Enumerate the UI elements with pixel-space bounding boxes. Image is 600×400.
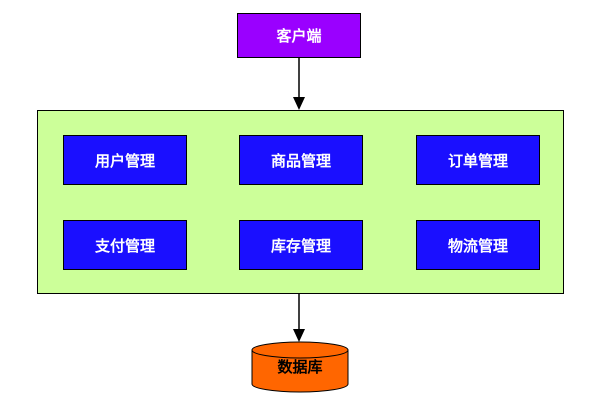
container-to-database-arrowhead: [293, 329, 305, 342]
client-node: 客户端: [237, 13, 361, 58]
module-label: 商品管理: [270, 151, 331, 170]
module-payment-management: 支付管理: [63, 220, 187, 270]
module-label: 订单管理: [447, 151, 508, 170]
module-label: 物流管理: [447, 236, 508, 255]
client-label: 客户端: [276, 27, 322, 45]
module-inventory-management: 库存管理: [239, 220, 363, 270]
module-order-management: 订单管理: [416, 135, 540, 185]
module-logistics-management: 物流管理: [416, 220, 540, 270]
services-container: 用户管理 商品管理 订单管理 支付管理 库存管理 物流管理: [37, 110, 564, 294]
database-label: 数据库: [277, 357, 323, 376]
client-to-container-arrowhead: [293, 97, 305, 110]
module-product-management: 商品管理: [239, 135, 363, 185]
module-label: 库存管理: [270, 236, 331, 255]
module-label: 支付管理: [94, 236, 155, 255]
module-user-management: 用户管理: [63, 135, 187, 185]
database-node: 数据库: [252, 348, 348, 384]
module-label: 用户管理: [94, 151, 155, 170]
